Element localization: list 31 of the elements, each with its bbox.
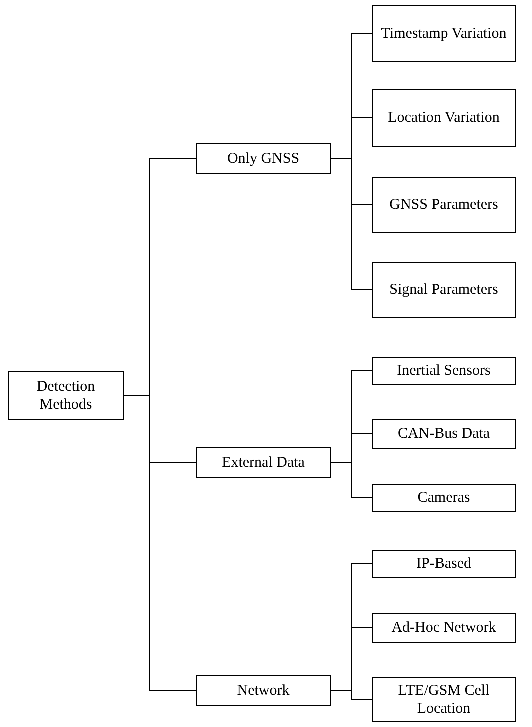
category-box [372, 89, 516, 147]
box-label: Ad-Hoc Network [392, 619, 496, 637]
box-label: GNSS Parameters [390, 196, 498, 214]
category-box [8, 371, 124, 420]
box-label: Detection Methods [36, 378, 96, 414]
connector-line [330, 690, 372, 700]
box-label: Inertial Sensors [397, 362, 491, 380]
category-box [372, 5, 516, 62]
category-box [372, 262, 516, 318]
box-label: Signal Parameters [390, 281, 498, 299]
category-box [372, 419, 516, 449]
category-box [372, 357, 516, 385]
category-box [372, 177, 516, 233]
box-label: Only GNSS [227, 150, 300, 168]
category-box [372, 613, 516, 643]
box-label: External Data [222, 454, 305, 472]
box-label: Location Variation [388, 109, 500, 127]
category-box [196, 143, 331, 174]
category-box [196, 675, 331, 706]
category-box [372, 550, 516, 578]
connector-line [330, 158, 372, 290]
category-box [372, 484, 516, 512]
box-label: LTE/GSM Cell Location [397, 682, 491, 718]
category-box [196, 447, 331, 478]
box-label: Cameras [418, 489, 470, 507]
box-label: CAN-Bus Data [398, 425, 490, 443]
connector-line [330, 462, 372, 498]
box-label: Timestamp Variation [381, 24, 507, 42]
box-label: Network [237, 682, 290, 700]
box-label: IP-Based [416, 555, 472, 573]
category-box [372, 677, 516, 722]
